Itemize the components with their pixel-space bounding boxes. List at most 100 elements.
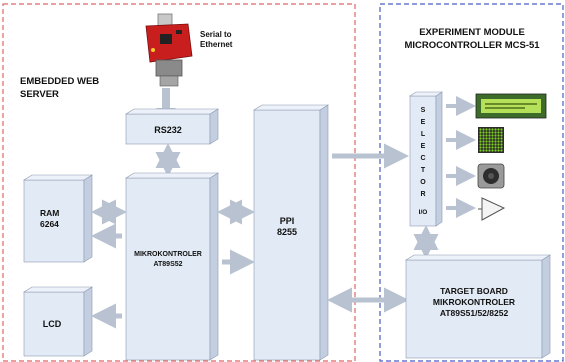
matrix-led: [482, 128, 485, 131]
matrix-led: [485, 131, 488, 134]
lcd-block: [22, 286, 94, 357]
ppi-label-line2: 8255: [277, 227, 297, 237]
ppi-block: [252, 104, 330, 361]
matrix-led: [479, 146, 482, 149]
matrix-led: [497, 134, 500, 137]
web-server-border: [2, 3, 356, 362]
lcd-label: LCD: [43, 319, 62, 329]
mcu-label-line1: MIKROKONTROLER: [134, 251, 202, 258]
matrix-led: [482, 137, 485, 140]
matrix-led: [497, 131, 500, 134]
matrix-led: [479, 143, 482, 146]
matrix-led: [494, 143, 497, 146]
module-label-line2: Ethernet: [200, 40, 233, 49]
matrix-led: [479, 140, 482, 143]
selector-letter: T: [421, 167, 426, 174]
matrix-led: [500, 146, 503, 149]
matrix-led: [488, 140, 491, 143]
experiment-title-line1: EXPERIMENT MODULE: [419, 27, 525, 38]
selector-io-label: I/O: [419, 209, 428, 216]
target-label-line2: MIKROKONTROLER: [433, 297, 515, 307]
ram-label-line1: RAM: [40, 208, 59, 218]
matrix-led: [491, 149, 494, 152]
ppi-label-line1: PPI: [280, 216, 295, 226]
matrix-led: [500, 134, 503, 137]
matrix-led: [494, 146, 497, 149]
matrix-led: [485, 143, 488, 146]
matrix-led: [497, 143, 500, 146]
matrix-led: [479, 131, 482, 134]
matrix-led: [497, 149, 500, 152]
matrix-led: [488, 143, 491, 146]
rs232-block: [124, 108, 220, 145]
matrix-led: [482, 143, 485, 146]
selector-letter: S: [421, 107, 426, 114]
selector-letter: C: [420, 155, 425, 162]
matrix-led: [482, 146, 485, 149]
matrix-led: [485, 149, 488, 152]
target-label-line3: AT89S51/52/8252: [440, 308, 509, 318]
matrix-led: [482, 131, 485, 134]
lcd-display-image: [475, 93, 547, 119]
matrix-led: [485, 134, 488, 137]
matrix-led: [482, 134, 485, 137]
matrix-led: [491, 146, 494, 149]
matrix-led: [497, 128, 500, 131]
matrix-led: [482, 149, 485, 152]
matrix-led: [491, 137, 494, 140]
matrix-led: [494, 137, 497, 140]
selector-letter: E: [421, 143, 426, 150]
web-server-title-line2: SERVER: [20, 89, 59, 100]
matrix-led: [485, 146, 488, 149]
matrix-led: [482, 140, 485, 143]
matrix-led: [491, 131, 494, 134]
matrix-led: [479, 149, 482, 152]
serial-ethernet-module-image: [145, 13, 193, 87]
matrix-led: [500, 131, 503, 134]
web-server-title-line1: EMBEDDED WEB: [20, 76, 99, 87]
selector-block: [409, 91, 443, 227]
mcu-block: [124, 172, 220, 361]
matrix-led: [494, 149, 497, 152]
matrix-led: [491, 143, 494, 146]
module-label-line1: Serial to: [200, 30, 232, 39]
rs232-label: RS232: [154, 125, 182, 135]
matrix-led: [485, 128, 488, 131]
matrix-led: [488, 128, 491, 131]
matrix-led: [479, 134, 482, 137]
matrix-led: [497, 137, 500, 140]
matrix-led: [500, 149, 503, 152]
mcu-label-line2: AT89S52: [153, 261, 182, 268]
matrix-led: [500, 137, 503, 140]
matrix-led: [497, 140, 500, 143]
matrix-led: [488, 131, 491, 134]
matrix-led: [491, 128, 494, 131]
matrix-led: [500, 140, 503, 143]
selector-letter: O: [420, 179, 426, 186]
output-device-image: [478, 197, 506, 221]
matrix-led: [488, 149, 491, 152]
matrix-led: [488, 137, 491, 140]
matrix-led: [479, 137, 482, 140]
experiment-module-border: [379, 3, 564, 362]
selector-letter: L: [421, 131, 426, 138]
ram-block: [22, 174, 94, 263]
matrix-led: [491, 140, 494, 143]
keypad-image: [477, 163, 505, 189]
selector-letter: R: [420, 191, 425, 198]
target-label-line1: TARGET BOARD: [440, 286, 508, 296]
matrix-led: [488, 134, 491, 137]
matrix-led: [488, 146, 491, 149]
ram-label-line2: 6264: [40, 219, 59, 229]
matrix-led: [485, 140, 488, 143]
target-board-block: [404, 254, 552, 359]
matrix-led: [500, 128, 503, 131]
selector-letter: E: [421, 119, 426, 126]
matrix-led: [500, 143, 503, 146]
matrix-led: [479, 128, 482, 131]
matrix-led: [494, 134, 497, 137]
matrix-led: [485, 137, 488, 140]
matrix-led: [494, 128, 497, 131]
experiment-title-line2: MICROCONTROLLER MCS-51: [404, 40, 540, 51]
